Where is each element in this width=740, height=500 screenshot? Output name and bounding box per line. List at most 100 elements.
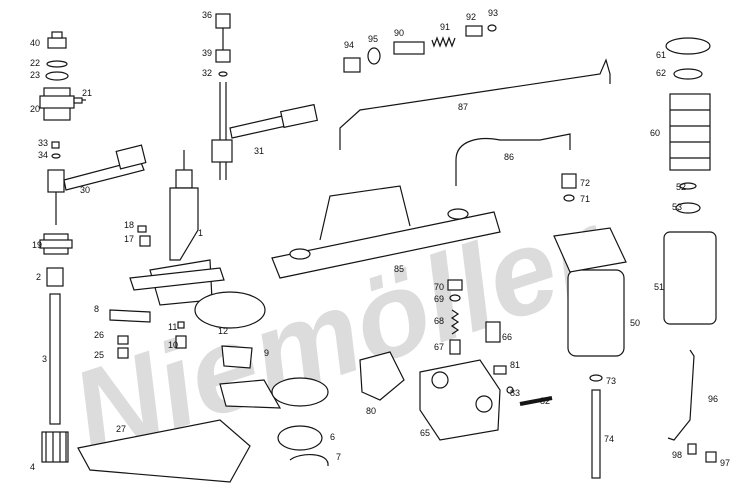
part-6-screen bbox=[277, 425, 323, 451]
part-label-33: 33 bbox=[38, 138, 48, 148]
part-2-sleeve bbox=[46, 267, 64, 287]
part-label-50: 50 bbox=[630, 318, 640, 328]
part-86-oil-line bbox=[455, 133, 571, 186]
part-label-18: 18 bbox=[124, 220, 134, 230]
part-67-piston bbox=[449, 339, 461, 355]
part-26-bolt bbox=[117, 335, 129, 345]
part-83-washer bbox=[506, 386, 514, 394]
part-label-87: 87 bbox=[458, 102, 468, 112]
part-18-plug bbox=[137, 225, 147, 233]
part-label-6: 6 bbox=[330, 432, 335, 442]
part-98-washer bbox=[687, 443, 697, 455]
part-65-filter-housing bbox=[419, 359, 501, 441]
part-81-bolt bbox=[493, 365, 507, 375]
part-label-82: 82 bbox=[540, 396, 550, 406]
part-label-68: 68 bbox=[434, 316, 444, 326]
part-61-gasket bbox=[665, 37, 711, 55]
part-40-plug bbox=[47, 31, 67, 49]
part-strainer-plate bbox=[219, 379, 282, 409]
part-label-96: 96 bbox=[708, 394, 718, 404]
part-label-30: 30 bbox=[80, 185, 90, 195]
part-strainer-bowl bbox=[271, 377, 329, 407]
part-31-drive-shaft bbox=[211, 82, 319, 180]
part-33-nut bbox=[51, 141, 60, 149]
part-label-39: 39 bbox=[202, 48, 212, 58]
part-50-oil-filter bbox=[553, 227, 627, 357]
part-label-67: 67 bbox=[434, 342, 444, 352]
part-39-sleeve bbox=[215, 49, 231, 63]
part-94-plug bbox=[343, 57, 361, 73]
part-19-bushing bbox=[39, 233, 73, 255]
part-74-tie-rod bbox=[591, 389, 601, 479]
part-8-gasket bbox=[109, 309, 151, 323]
part-label-21: 21 bbox=[82, 88, 92, 98]
part-7-clip bbox=[289, 454, 329, 467]
part-label-85: 85 bbox=[394, 264, 404, 274]
part-36-fitting bbox=[215, 13, 231, 50]
part-label-53: 53 bbox=[672, 202, 682, 212]
part-label-4: 4 bbox=[30, 462, 35, 472]
part-label-92: 92 bbox=[466, 12, 476, 22]
part-label-27: 27 bbox=[116, 424, 126, 434]
part-label-19: 19 bbox=[32, 240, 42, 250]
part-9-gasket bbox=[221, 345, 253, 369]
part-label-65: 65 bbox=[420, 428, 430, 438]
part-label-20: 20 bbox=[30, 104, 40, 114]
part-80-gasket bbox=[359, 351, 405, 401]
part-label-94: 94 bbox=[344, 40, 354, 50]
part-label-34: 34 bbox=[38, 150, 48, 160]
part-label-62: 62 bbox=[656, 68, 666, 78]
part-70-plug bbox=[447, 279, 463, 291]
part-label-1: 1 bbox=[198, 228, 203, 238]
part-85-filter-bracket bbox=[271, 185, 501, 279]
part-label-70: 70 bbox=[434, 282, 444, 292]
part-label-72: 72 bbox=[580, 178, 590, 188]
part-label-8: 8 bbox=[94, 304, 99, 314]
part-label-60: 60 bbox=[650, 128, 660, 138]
part-93-ball bbox=[487, 24, 497, 32]
part-4-rotor bbox=[41, 431, 69, 463]
part-51-filter-bowl bbox=[663, 231, 717, 325]
part-label-36: 36 bbox=[202, 10, 212, 20]
part-label-9: 9 bbox=[264, 348, 269, 358]
part-72-fitting bbox=[561, 173, 577, 189]
part-25-bolt bbox=[117, 347, 129, 359]
part-53-seal bbox=[675, 202, 701, 214]
part-label-40: 40 bbox=[30, 38, 40, 48]
part-label-98: 98 bbox=[672, 450, 682, 460]
part-label-74: 74 bbox=[604, 434, 614, 444]
part-20-housing bbox=[39, 87, 75, 121]
part-label-32: 32 bbox=[202, 68, 212, 78]
part-label-80: 80 bbox=[366, 406, 376, 416]
part-label-26: 26 bbox=[94, 330, 104, 340]
part-label-2: 2 bbox=[36, 272, 41, 282]
part-label-95: 95 bbox=[368, 34, 378, 44]
part-label-23: 23 bbox=[30, 70, 40, 80]
part-label-90: 90 bbox=[394, 28, 404, 38]
part-17-bolt bbox=[139, 235, 151, 247]
part-label-7: 7 bbox=[336, 452, 341, 462]
part-21-bolt bbox=[73, 97, 86, 104]
part-96-line bbox=[667, 349, 695, 441]
part-label-3: 3 bbox=[42, 354, 47, 364]
part-12-screen bbox=[194, 291, 266, 329]
part-87-oil-line bbox=[339, 58, 611, 150]
part-23-ring bbox=[45, 71, 69, 81]
part-10-bolt bbox=[175, 335, 187, 349]
part-69-washer bbox=[449, 294, 461, 302]
part-3-shaft bbox=[49, 293, 61, 425]
part-34-washer bbox=[51, 153, 61, 159]
part-22-washer bbox=[46, 60, 68, 68]
part-label-66: 66 bbox=[502, 332, 512, 342]
part-82-bolt bbox=[519, 396, 553, 406]
part-71-washer bbox=[563, 194, 575, 202]
part-label-12: 12 bbox=[218, 326, 228, 336]
part-label-86: 86 bbox=[504, 152, 514, 162]
part-92-piston bbox=[465, 25, 483, 37]
parts-drawing bbox=[39, 13, 717, 483]
part-30-drive-gear bbox=[47, 144, 147, 225]
part-label-93: 93 bbox=[488, 8, 498, 18]
